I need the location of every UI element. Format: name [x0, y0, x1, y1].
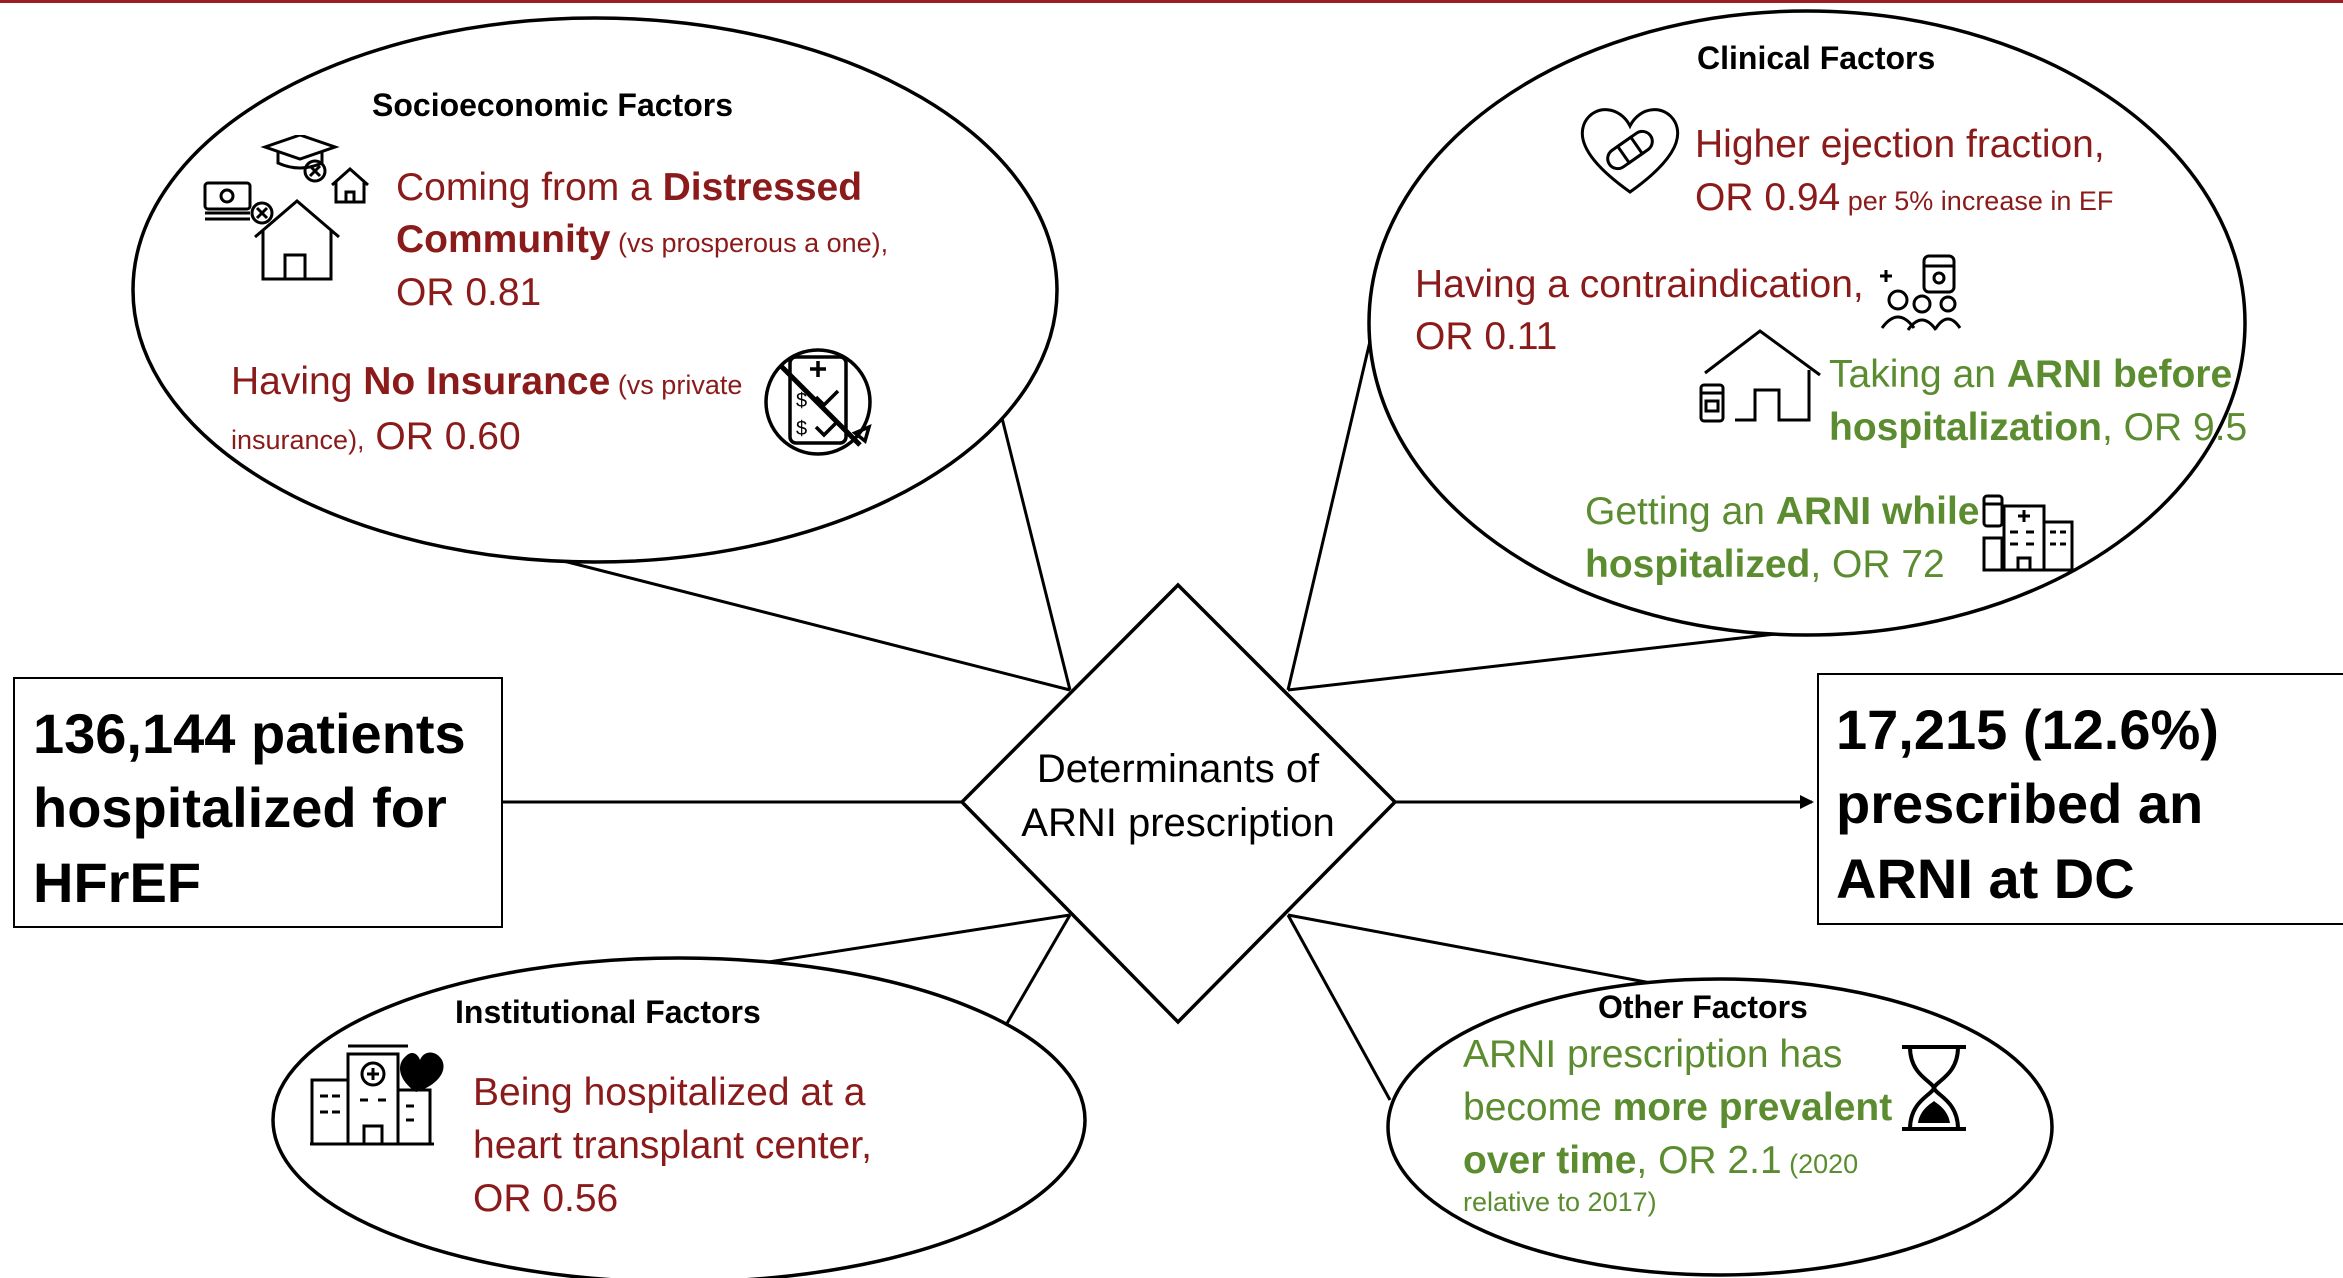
socio-item-b-line2: insurance), OR 0.60 [231, 412, 521, 463]
outcome-box: 17,215 (12.6%) prescribed an ARNI at DC [1817, 673, 2343, 925]
clinical-a-line2: OR 0.94 per 5% increase in EF [1695, 173, 2113, 224]
socio-a-or: OR 0.81 [396, 271, 542, 314]
socioeconomic-cluster-icon [203, 135, 369, 281]
socio-a-bold1: Distressed [662, 166, 863, 209]
socio-a-bold2: Community [396, 218, 611, 261]
connector-clinical-a [1286, 319, 1377, 691]
money-icon [203, 181, 274, 225]
clinical-d-pre: Getting an [1585, 490, 1776, 533]
house-icon [254, 199, 340, 281]
cohort-line1: 136,144 patients [33, 702, 466, 765]
svg-text:$: $ [796, 418, 807, 440]
socio-item-b-line1: Having No Insurance (vs private [231, 357, 742, 408]
outcome-line1: 17,215 (12.6%) [1836, 698, 2219, 761]
socio-b-bold: No Insurance [363, 360, 611, 403]
outcome-line3: ARNI at DC [1836, 846, 2135, 910]
clinical-a-small: per 5% increase in EF [1840, 186, 2114, 216]
clinical-c-line2: hospitalization, OR 9.5 [1829, 403, 2247, 454]
bubble-other [1386, 977, 2054, 1277]
svg-text:$: $ [796, 390, 807, 412]
other-title: Other Factors [1598, 989, 1808, 1025]
clinical-d-line2: hospitalized, OR 72 [1585, 540, 1945, 591]
bubble-institutional [271, 956, 1087, 1278]
clinical-c-bold1: ARNI before [2006, 353, 2233, 396]
other-l3-or: , OR 2.1 [1636, 1139, 1782, 1182]
clinical-d-or: , OR 72 [1810, 543, 1945, 586]
institutional-title: Institutional Factors [455, 994, 761, 1030]
outcome-line2: prescribed an [1836, 772, 2204, 836]
clinical-c-bold2: hospitalization [1829, 406, 2102, 449]
socio-a-pre: Coming from a [396, 166, 663, 209]
connector-socio-b [539, 553, 1071, 692]
medication-people-icon [1880, 254, 1962, 331]
decision-diamond [959, 582, 1398, 1025]
clinical-c-pre: Taking an [1829, 353, 2007, 396]
clinical-c-line1: Taking an ARNI before [1829, 350, 2232, 401]
house-small-icon [331, 166, 369, 204]
clinical-a-line1: Higher ejection fraction, [1695, 123, 2105, 166]
cohort-line3: HFrEF [33, 850, 201, 914]
socio-b-small2: insurance), [231, 425, 365, 455]
graduation-cap-icon [260, 135, 340, 183]
diamond-label: Determinants of ARNI prescription [978, 742, 1378, 850]
other-l3-bold: over time [1463, 1139, 1637, 1182]
other-l2-pre: become [1463, 1086, 1613, 1129]
hospital-heart-icon [310, 1044, 444, 1146]
clinical-b-or: OR 0.11 [1415, 315, 1558, 358]
heart-bandage-icon [1580, 108, 1680, 194]
socio-b-small1: (vs private [610, 370, 743, 400]
other-line1: ARNI prescription has [1463, 1033, 1843, 1076]
no-insurance-icon: $ $ [764, 348, 872, 456]
hourglass-icon [1902, 1045, 1966, 1131]
connector-other-a [1286, 914, 1392, 1101]
diamond-line2: ARNI prescription [1021, 801, 1335, 845]
clinical-title: Clinical Factors [1697, 40, 1936, 76]
hospital-pill-icon [1982, 494, 2076, 572]
socio-b-pre: Having [231, 360, 364, 403]
other-line4: relative to 2017) [1463, 1187, 1657, 1217]
other-line2: become more prevalent [1463, 1083, 1892, 1134]
top-rule [0, 0, 2343, 3]
institutional-line2: heart transplant center, [473, 1124, 872, 1167]
connector-clinical-b [1287, 628, 1811, 692]
heart-organ-icon [400, 1052, 444, 1092]
other-line3: over time, OR 2.1 (2020 [1463, 1136, 1858, 1187]
other-l3-small: (2020 [1781, 1149, 1859, 1179]
socio-item-a-line2: Community (vs prosperous a one), [396, 215, 888, 266]
clinical-a-or: OR 0.94 [1695, 176, 1841, 219]
institutional-line3: OR 0.56 [473, 1177, 619, 1220]
socio-a-small: (vs prosperous a one), [610, 228, 889, 258]
cohort-line2: hospitalized for [33, 776, 447, 840]
clinical-d-line1: Getting an ARNI while [1585, 487, 1979, 538]
bubble-socioeconomic [131, 16, 1059, 564]
clinical-b-line1: Having a contraindication, [1415, 263, 1864, 306]
socio-title: Socioeconomic Factors [372, 87, 733, 123]
clinical-d-bold2: hospitalized [1585, 543, 1811, 586]
house-pill-icon [1699, 329, 1821, 423]
socio-item-a-line1: Coming from a Distressed [396, 163, 862, 214]
clinical-c-or: , OR 9.5 [2102, 406, 2248, 449]
other-l2-bold: more prevalent [1612, 1086, 1893, 1129]
clinical-d-bold1: ARNI while [1775, 490, 1980, 533]
diamond-line1: Determinants of [1036, 747, 1320, 791]
socio-b-or: OR 0.60 [364, 415, 521, 458]
cohort-box: 136,144 patients hospitalized for HFrEF [13, 677, 503, 928]
bubble-clinical [1367, 9, 2247, 637]
institutional-line1: Being hospitalized at a [473, 1071, 866, 1114]
